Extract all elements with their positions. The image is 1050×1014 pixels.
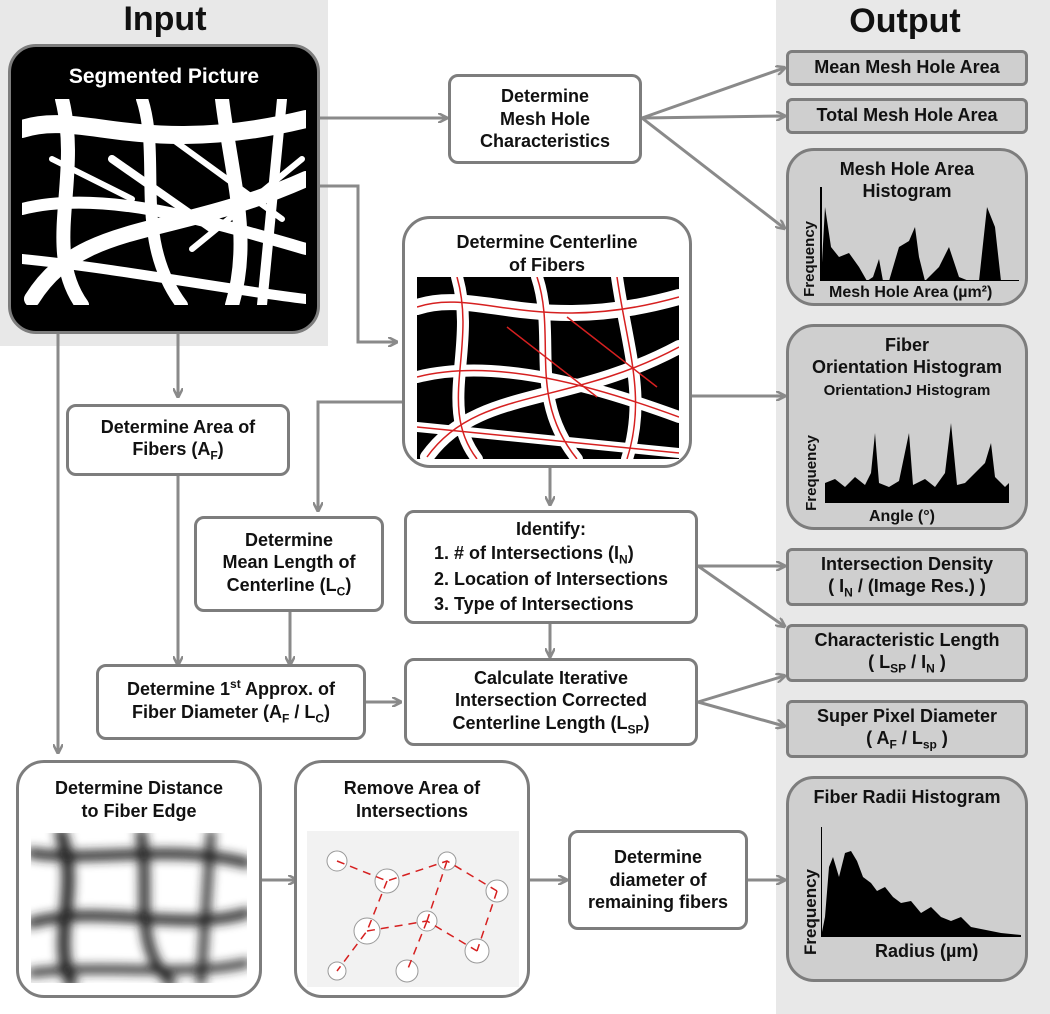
distance-line2: to Fiber Edge	[81, 800, 197, 821]
orient-title1: Fiber	[884, 335, 929, 355]
radii-hist-title: Fiber Radii Histogram	[813, 787, 1001, 807]
total-mesh-label: Total Mesh Hole Area	[816, 105, 998, 126]
iterative-line3: Centerline Length (LSP)	[452, 712, 650, 737]
centerline-image	[417, 277, 679, 459]
segmented-picture-title: Segmented Picture	[68, 65, 260, 88]
mean-length-line2: Mean Length of	[222, 552, 356, 573]
orient-xlabel: Angle (°)	[869, 508, 935, 525]
diameter-line1: Determine	[613, 847, 703, 868]
determine-mesh-hole-box: Determine Mesh Hole Characteristics	[448, 74, 642, 164]
fiber-radii-histogram-box: Fiber Radii Histogram Frequency Radius (…	[786, 776, 1028, 982]
radii-hist-chart	[821, 827, 1021, 937]
mesh-hist-chart	[820, 187, 1019, 281]
radii-hist-xlabel: Radius (µm)	[875, 941, 979, 961]
centerline-box: Determine Centerline of Fibers	[402, 216, 692, 468]
area-fibers-line1: Determine Area of	[100, 416, 256, 437]
mean-mesh-label: Mean Mesh Hole Area	[814, 57, 1000, 78]
distance-line1: Determine Distance	[54, 778, 224, 798]
identify-item-3: 3. Type of Intersections	[433, 593, 634, 614]
iterative-line1: Calculate Iterative	[473, 667, 629, 688]
segmented-picture-image	[22, 99, 306, 305]
segmented-picture-box: Segmented Picture	[8, 44, 320, 334]
identify-list: 1. # of Intersections (IN) 2. Location o…	[434, 541, 668, 616]
remove-intersections-box: Remove Area of Intersections	[294, 760, 530, 998]
super-pixel-line1: Super Pixel Diameter	[816, 706, 998, 727]
identify-item-2: 2. Location of Intersections	[433, 569, 669, 590]
mesh-hole-line2: Mesh Hole	[499, 108, 591, 129]
identify-box: Identify: 1. # of Intersections (IN) 2. …	[404, 510, 698, 624]
identify-item-1: 1. # of Intersections (IN)	[433, 542, 634, 567]
mesh-hist-ylabel: Frequency	[801, 221, 818, 297]
super-pixel-line2: ( AF / Lsp )	[866, 727, 948, 752]
first-approx-line1: Determine 1st Approx. of	[126, 677, 336, 700]
diameter-line2: diameter of	[609, 869, 707, 890]
orient-hist-chart	[825, 423, 1009, 503]
mesh-hist-title2: Histogram	[862, 180, 952, 201]
orient-subtitle: OrientationJ Histogram	[823, 382, 991, 400]
distance-box: Determine Distance to Fiber Edge	[16, 760, 262, 998]
output-heading: Output	[849, 2, 961, 40]
intersection-density-box: Intersection Density ( IN / (Image Res.)…	[786, 548, 1028, 606]
characteristic-length-line1: Characteristic Length	[814, 630, 1000, 651]
centerline-line2: of Fibers	[508, 254, 585, 275]
characteristic-length-box: Characteristic Length ( LSP / IN )	[786, 624, 1028, 682]
intersection-density-line2: ( IN / (Image Res.) )	[828, 575, 986, 600]
centerline-line1: Determine Centerline	[456, 232, 638, 252]
iterative-line2: Intersection Corrected	[454, 690, 648, 711]
radii-hist-ylabel: Frequency	[801, 869, 820, 955]
remove-line1: Remove Area of	[343, 778, 481, 798]
mean-mesh-hole-area-box: Mean Mesh Hole Area	[786, 50, 1028, 86]
super-pixel-diameter-box: Super Pixel Diameter ( AF / Lsp )	[786, 700, 1028, 758]
identify-title: Identify:	[516, 519, 586, 540]
diameter-line3: remaining fibers	[587, 892, 729, 913]
first-approx-box: Determine 1st Approx. of Fiber Diameter …	[96, 664, 366, 740]
characteristic-length-line2: ( LSP / IN )	[868, 651, 946, 676]
mesh-hist-xlabel: Mesh Hole Area (µm²)	[829, 284, 993, 301]
first-approx-line2: Fiber Diameter (AF / LC)	[131, 701, 331, 726]
orient-ylabel: Frequency	[803, 435, 820, 511]
mesh-hole-line1: Determine	[500, 86, 590, 107]
input-heading: Input	[123, 0, 207, 38]
remove-line2: Intersections	[355, 800, 469, 821]
remove-intersections-image	[307, 831, 519, 987]
total-mesh-hole-area-box: Total Mesh Hole Area	[786, 98, 1028, 134]
mesh-hole-line3: Characteristics	[479, 131, 611, 152]
orient-title2: Orientation Histogram	[811, 356, 1003, 377]
area-fibers-line2: Fibers (AF)	[132, 439, 224, 464]
iterative-box: Calculate Iterative Intersection Correct…	[404, 658, 698, 746]
mean-length-line3: Centerline (LC)	[226, 574, 352, 599]
area-of-fibers-box: Determine Area of Fibers (AF)	[66, 404, 290, 476]
distance-image	[31, 833, 247, 983]
mesh-hole-histogram-box: Mesh Hole Area Histogram Frequency Mesh …	[786, 148, 1028, 306]
diameter-remaining-box: Determine diameter of remaining fibers	[568, 830, 748, 930]
mean-length-box: Determine Mean Length of Centerline (LC)	[194, 516, 384, 612]
intersection-density-line1: Intersection Density	[820, 554, 994, 575]
mesh-hist-title1: Mesh Hole Area	[839, 159, 975, 179]
mean-length-line1: Determine	[244, 529, 334, 550]
orientation-histogram-box: Fiber Orientation Histogram OrientationJ…	[786, 324, 1028, 530]
